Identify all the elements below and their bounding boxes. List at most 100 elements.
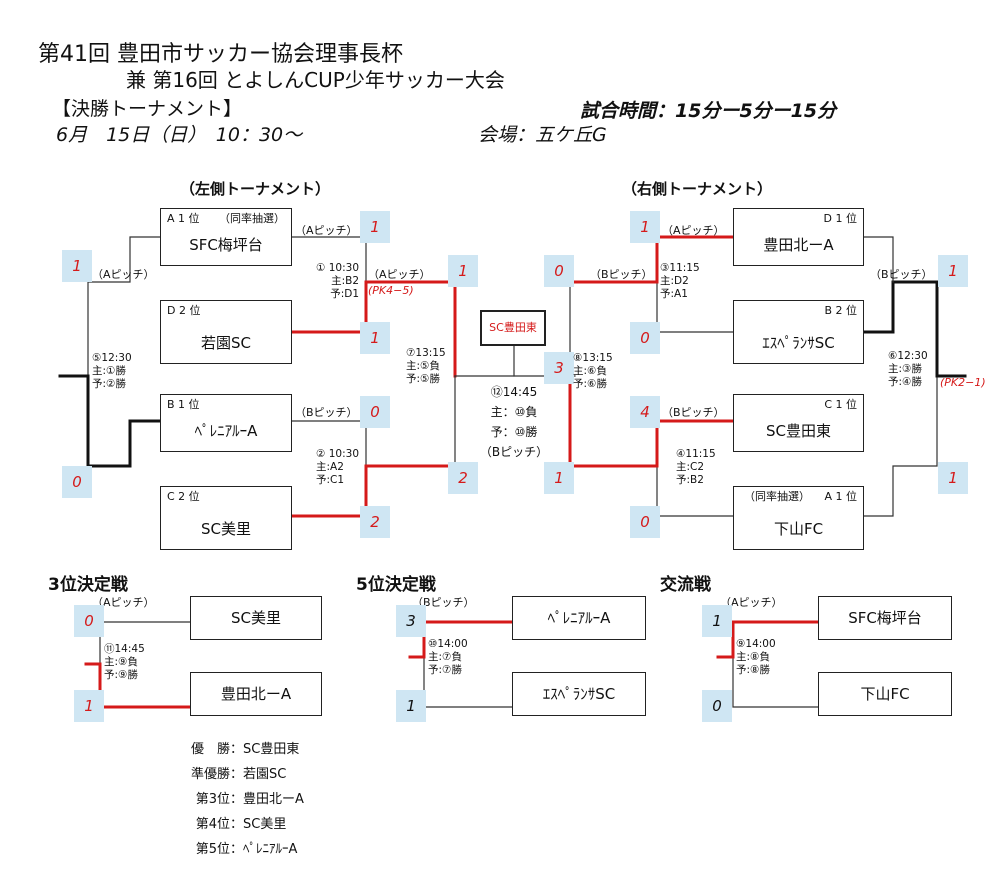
result-team: SC美里 [243, 817, 287, 832]
m2-label: ② 10:30 [316, 448, 360, 460]
m1-ref-sub: 予:D1 [330, 288, 360, 300]
result-label: 優 勝 [190, 742, 230, 757]
team-box-sfc-umetsubodai: A 1 位 （同率抽選） SFC梅坪台 [160, 208, 292, 266]
result-team: SC豊田東 [243, 742, 300, 757]
line-exchange-bottom [732, 656, 819, 708]
score-left-s6: 2 [448, 462, 478, 494]
result-label: 第3位 [195, 792, 230, 807]
third-ref-sub: 予:⑨勝 [104, 669, 138, 681]
team-box-pelenial: B 1 位 ﾍﾟﾚﾆｱﾙｰA [160, 394, 292, 452]
score-left-s1: 1 [360, 211, 390, 243]
team-name: 下山FC [860, 685, 910, 703]
m8-ref-sub: 予:⑥勝 [573, 378, 607, 390]
score-left-s2: 1 [360, 322, 390, 354]
result-label: 準優勝 [190, 767, 230, 782]
score-left-s5: 1 [448, 255, 478, 287]
final-info: ⑫14:45 主：⑩負 予：⑩勝 （Bピッチ） [478, 382, 550, 462]
venue: 会場：五ケ丘G [478, 124, 607, 146]
fifth-pitch: （Bピッチ） [412, 596, 475, 609]
m8-ref-main: 主:⑥負 [573, 365, 607, 377]
exchange-team-top: SFC梅坪台 [818, 596, 952, 640]
result-label: 第5位 [195, 842, 230, 857]
result-team: 豊田北ーA [243, 792, 304, 807]
score-right-s4: 0 [630, 506, 660, 538]
team-tie-note: （同率抽選） [219, 212, 285, 225]
team-box-wakazono: D 2 位 若園SC [160, 300, 292, 364]
m8-info: ⑧13:15 主:⑥負 予:⑥勝 [573, 352, 613, 391]
m1-ref-main: 主:B2 [331, 275, 360, 287]
m6-pk: (PK2−1) [940, 376, 986, 389]
final-label: ⑫14:45 [490, 385, 538, 399]
exchange-score-bottom: 0 [702, 690, 732, 722]
m8-pitch: （Bピッチ） [590, 268, 653, 281]
fifth-ref-main: 主:⑦負 [428, 651, 462, 663]
team-rank: B 1 位 [167, 398, 200, 411]
m6-label: ⑥12:30 [888, 350, 928, 362]
fifth-team-bottom: ｴｽﾍﾟﾗﾝｻSC [512, 672, 646, 716]
team-name: SC豊田東 [766, 422, 831, 440]
right-header: （右側トーナメント） [622, 180, 773, 198]
score-right-s2: 0 [630, 322, 660, 354]
team-name: ﾍﾟﾚﾆｱﾙｰA [547, 609, 611, 627]
final-ref-sub: 予：⑩勝 [490, 425, 538, 439]
exchange-score-top: 1 [702, 605, 732, 637]
exchange-ref-sub: 予:⑧勝 [736, 664, 770, 676]
score-left-s8: 0 [62, 466, 92, 498]
m2-info: ② 10:30 主:A2 予:C1 [316, 448, 359, 487]
line-m6-bottom [863, 375, 938, 517]
third-team-bottom: 豊田北ーA [190, 672, 322, 716]
m2-ref-main: 主:A2 [316, 461, 344, 473]
m1-pitch: （Aピッチ） [295, 224, 358, 237]
team-name: SFC梅坪台 [189, 236, 263, 254]
exchange-header: 交流戦 [660, 575, 711, 595]
team-name: ｴｽﾍﾟﾗﾝｻSC [762, 334, 835, 352]
team-tie-note: （同率抽選） [744, 490, 810, 503]
m3-ref-sub: 予:A1 [660, 288, 688, 300]
score-left-s3: 0 [360, 396, 390, 428]
score-right-s1: 1 [630, 211, 660, 243]
m2-ref-sub: 予:C1 [316, 474, 345, 486]
score-left-s4: 2 [360, 506, 390, 538]
m6-pitch: （Bピッチ） [870, 268, 933, 281]
m4-info: ④11:15 主:C2 予:B2 [676, 448, 716, 487]
third-team-top: SC美里 [190, 596, 322, 640]
team-rank: B 2 位 [824, 304, 857, 317]
exchange-label: ⑨14:00 [736, 638, 776, 650]
score-right-s5: 0 [544, 255, 574, 287]
result-row: 第5位：ﾍﾟﾚﾆｱﾙｰA [160, 837, 304, 862]
team-name: 下山FC [773, 520, 824, 538]
team-name: 若園SC [201, 334, 251, 352]
score-right-s6: 3 [544, 352, 574, 384]
bracket-label: 【決勝トーナメント】 [52, 98, 243, 120]
third-score-bottom: 1 [74, 690, 104, 722]
fifth-score-top: 3 [396, 605, 426, 637]
m6-ref-main: 主:③勝 [888, 363, 922, 375]
m7-info: ⑦13:15 主:⑤負 予:⑤勝 [406, 347, 446, 386]
team-name: ｴｽﾍﾟﾗﾝｻSC [542, 685, 616, 703]
m3-label: ③11:15 [660, 262, 700, 274]
third-header: 3位決定戦 [48, 575, 128, 595]
fifth-score-bottom: 1 [396, 690, 426, 722]
m3-ref-main: 主:D2 [660, 275, 689, 287]
m4-label: ④11:15 [676, 448, 716, 460]
team-rank: D 2 位 [167, 304, 201, 317]
date-time: 6月 15日（日） 10：30〜 [56, 124, 303, 146]
final-pitch: （Bピッチ） [479, 445, 549, 459]
champion-box: SC豊田東 [480, 310, 546, 346]
exchange-ref-main: 主:⑧負 [736, 651, 770, 663]
team-name: ﾍﾟﾚﾆｱﾙｰA [194, 422, 258, 440]
results-list: 優 勝：SC豊田東 準優勝：若園SC 第3位：豊田北ーA 第4位：SC美里 第5… [160, 737, 304, 862]
m7-ref-sub: 予:⑤勝 [406, 373, 440, 385]
team-box-sc-toyotahigashi: C 1 位 SC豊田東 [733, 394, 864, 452]
m1-pk: (PK4−5) [368, 284, 414, 297]
team-rank: A 1 位 [824, 490, 857, 503]
third-score-top: 0 [74, 605, 104, 637]
team-name: SFC梅坪台 [848, 609, 922, 627]
m5-info: ⑤12:30 主:①勝 予:②勝 [92, 352, 132, 391]
score-right-s8: 1 [938, 255, 968, 287]
team-rank: C 1 位 [824, 398, 857, 411]
m5-label: ⑤12:30 [92, 352, 132, 364]
team-box-sc-misato: C 2 位 SC美里 [160, 486, 292, 550]
m4-pitch: （Bピッチ） [662, 406, 725, 419]
result-team: 若園SC [243, 767, 287, 782]
